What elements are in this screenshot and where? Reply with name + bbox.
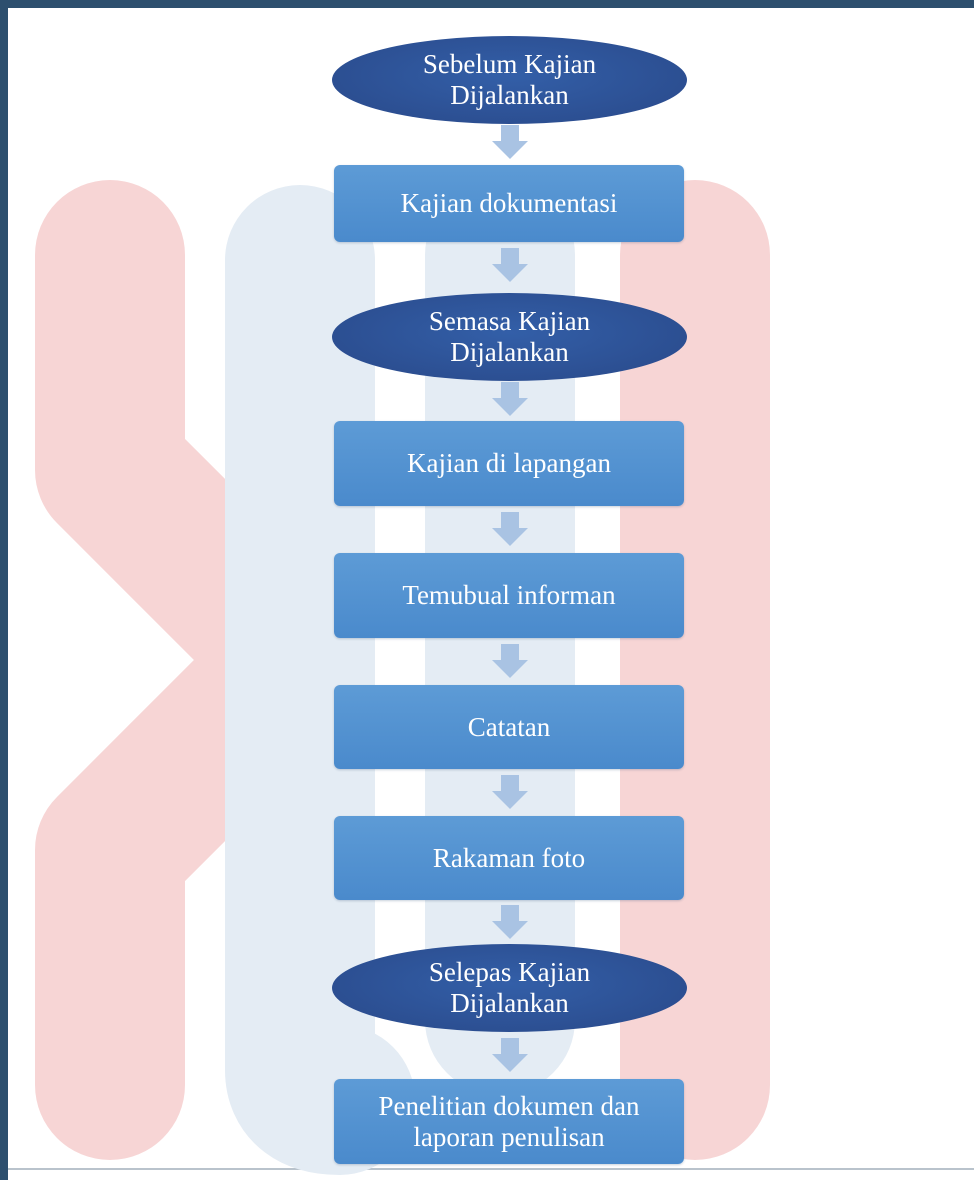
node-interview-label: Temubual informan <box>402 580 616 610</box>
frame-bottom-border <box>8 1168 974 1170</box>
arrow-before-to-doc-review <box>492 125 528 159</box>
node-doc-review-label: Kajian dokumentasi <box>400 188 618 218</box>
frame-left-border <box>0 0 8 1180</box>
arrow-after-to-analysis <box>492 1038 528 1072</box>
node-during-study: Semasa Kajian Dijalankan <box>332 293 687 381</box>
node-during-study-label: Semasa Kajian Dijalankan <box>428 306 591 367</box>
node-analysis-label: Penelitian dokumen dan laporan penulisan <box>378 1090 640 1152</box>
node-before-study-label: Sebelum Kajian Dijalankan <box>422 49 597 110</box>
watermark-center-arch <box>225 185 415 1175</box>
node-analysis: Penelitian dokumen dan laporan penulisan <box>334 1079 684 1164</box>
arrow-interview-to-notes <box>492 644 528 678</box>
node-photo: Rakaman foto <box>334 816 684 900</box>
arrow-photo-to-after <box>492 905 528 939</box>
node-notes-label: Catatan <box>467 711 551 742</box>
node-after-study-label: Selepas Kajian Dijalankan <box>428 957 591 1018</box>
node-field-study-label: Kajian di lapangan <box>407 448 611 478</box>
frame-top-border <box>0 0 974 8</box>
arrow-field-study-to-interview <box>492 512 528 546</box>
arrow-during-to-field-study <box>492 382 528 416</box>
node-interview: Temubual informan <box>334 553 684 638</box>
node-photo-label: Rakaman foto <box>432 842 586 873</box>
node-after-study: Selepas Kajian Dijalankan <box>332 944 687 1032</box>
node-field-study: Kajian di lapangan <box>334 421 684 506</box>
node-before-study: Sebelum Kajian Dijalankan <box>332 36 687 124</box>
node-doc-review: Kajian dokumentasi <box>334 165 684 242</box>
node-notes: Catatan <box>334 685 684 769</box>
arrow-doc-review-to-during <box>492 248 528 282</box>
arrow-notes-to-photo <box>492 775 528 809</box>
